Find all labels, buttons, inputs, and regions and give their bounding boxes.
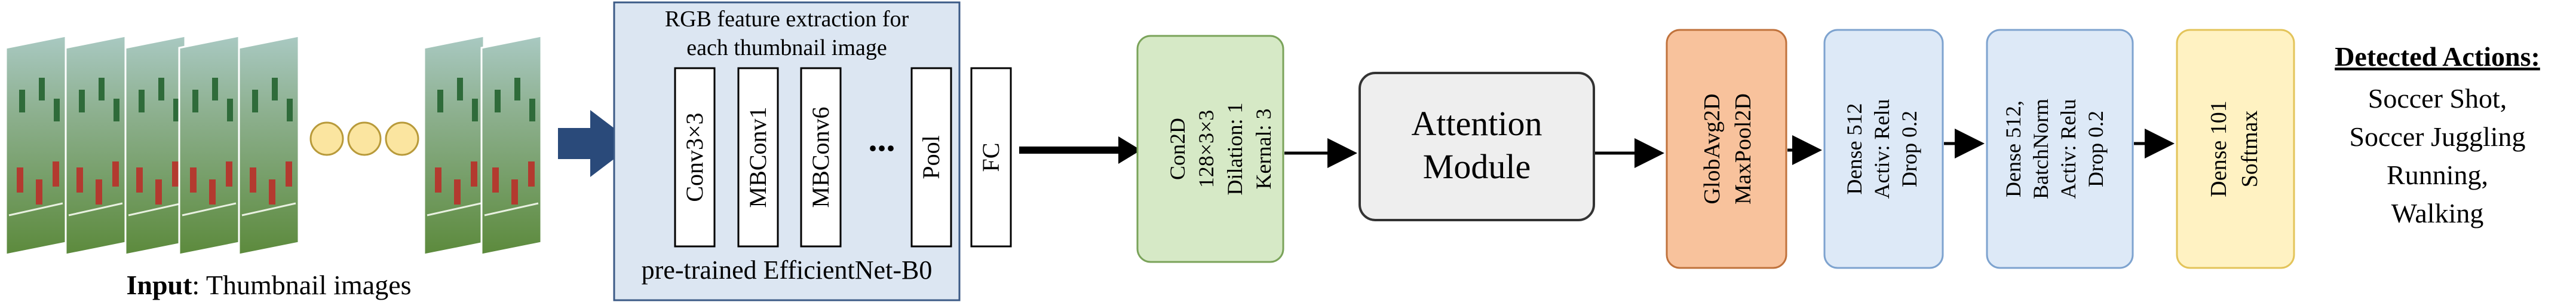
attention-module-block bbox=[1358, 72, 1595, 221]
pooling-block bbox=[1666, 29, 1787, 269]
ellipsis-dots bbox=[309, 121, 419, 156]
layer-label-conv3x3: Conv3×3 bbox=[681, 112, 708, 202]
softmax-line-2: Softmax bbox=[2237, 111, 2262, 188]
conv2d-line-2: 128×3×3 bbox=[1194, 110, 1218, 188]
detected-action-4: Walking bbox=[2391, 198, 2484, 228]
softmax-block bbox=[2176, 29, 2295, 269]
detected-actions-title: Detected Actions: bbox=[2335, 41, 2540, 72]
efficientnet-caption-line1: RGB feature extraction for bbox=[665, 7, 909, 32]
efficientnet-layers: Conv3×3 MBConv1 MBConv6 ... Pool FC bbox=[674, 67, 1012, 248]
thumbnail-image bbox=[480, 35, 542, 256]
efficientnet-block bbox=[613, 1, 961, 301]
layer-ellipsis: ... bbox=[869, 119, 896, 158]
layer-box-fc bbox=[970, 67, 1012, 248]
input-to-cnn-arrow bbox=[558, 110, 634, 177]
layer-box-mbconv1 bbox=[737, 67, 779, 248]
conv2d-line-4: Kernal: 3 bbox=[1252, 109, 1275, 190]
conv2d-block bbox=[1136, 35, 1284, 263]
dense2-line-4: Drop 0.2 bbox=[2084, 111, 2108, 187]
dense1-line-3: Drop 0.2 bbox=[1897, 111, 1921, 187]
layer-box-pool bbox=[910, 67, 952, 248]
thumbnail-image bbox=[423, 35, 485, 256]
efficientnet-footer: pre-trained EfficientNet-B0 bbox=[642, 255, 933, 285]
attention-line2: Module bbox=[1423, 147, 1531, 186]
pool-line-1: GlobAvg2D bbox=[1700, 93, 1725, 204]
dense2-line-1: Dense 512, bbox=[2001, 100, 2025, 197]
ellipsis-dot bbox=[309, 121, 344, 156]
dense1-line-2: Activ: Relu bbox=[1870, 99, 1894, 199]
layer-label-mbconv1: MBConv1 bbox=[744, 107, 771, 208]
cnn-to-conv-arrowhead bbox=[1118, 136, 1141, 164]
detected-action-2: Soccer Juggling bbox=[2349, 121, 2525, 152]
thumbnail-image bbox=[124, 35, 186, 256]
ellipsis-dot bbox=[347, 121, 382, 156]
dense1-block bbox=[1823, 29, 1944, 269]
thumbnail-image bbox=[65, 35, 127, 256]
pool-line-2: MaxPool2D bbox=[1731, 93, 1756, 205]
layer-label-pool: Pool bbox=[918, 135, 944, 179]
layer-box-conv3x3 bbox=[674, 67, 716, 248]
attention-line1: Attention bbox=[1411, 104, 1542, 143]
conv2d-text: Con2D 128×3×3 Dilation: 1 Kernal: 3 bbox=[1166, 103, 1275, 196]
layer-box-mbconv6 bbox=[800, 67, 842, 248]
layer-label-fc: FC bbox=[977, 143, 1004, 172]
softmax-line-1: Dense 101 bbox=[2206, 100, 2231, 197]
detected-action-1: Soccer Shot, bbox=[2368, 83, 2507, 114]
input-label: Input: Thumbnail images bbox=[126, 270, 411, 300]
conv2d-line-3: Dilation: 1 bbox=[1223, 103, 1247, 196]
dense2-block bbox=[1986, 29, 2134, 269]
ellipsis-dot bbox=[385, 121, 419, 156]
detected-action-3: Running, bbox=[2387, 160, 2488, 190]
dense2-line-2: BatchNorm bbox=[2029, 99, 2053, 199]
thumbnail-images bbox=[5, 35, 542, 256]
dense2-line-3: Activ: Relu bbox=[2056, 99, 2080, 199]
thumbnail-image bbox=[178, 35, 240, 256]
efficientnet-caption-line2: each thumbnail image bbox=[686, 35, 887, 60]
thumbnail-image bbox=[5, 35, 67, 256]
dense1-line-1: Dense 512 bbox=[1842, 103, 1866, 195]
thumbnail-image bbox=[238, 35, 300, 256]
layer-label-mbconv6: MBConv6 bbox=[807, 107, 834, 208]
conv2d-line-1: Con2D bbox=[1166, 118, 1189, 180]
